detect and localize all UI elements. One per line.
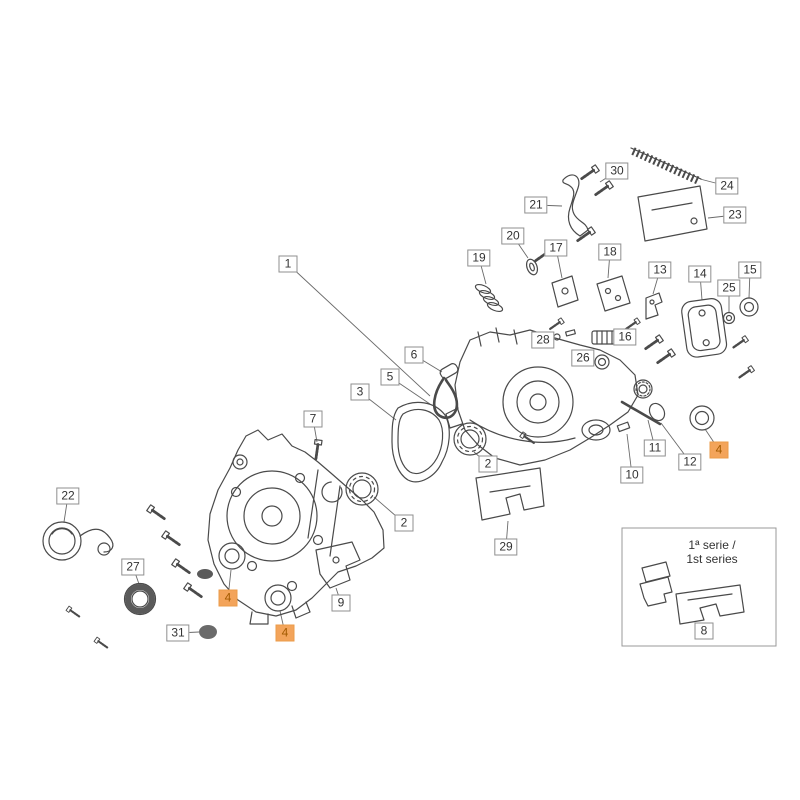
- plate-part17: [551, 275, 579, 308]
- part-label-18[interactable]: 18: [598, 243, 622, 261]
- washer-part25: [722, 311, 736, 325]
- part-label-25[interactable]: 25: [717, 279, 741, 297]
- bracket-part13: [645, 292, 663, 320]
- part-label-26[interactable]: 26: [571, 349, 595, 367]
- part-label-4-highlighted[interactable]: 4: [275, 624, 295, 642]
- part-label-19[interactable]: 19: [467, 249, 491, 267]
- washer-dark: [197, 569, 213, 579]
- part-label-12[interactable]: 12: [678, 453, 702, 471]
- inset-title-line2: 1st series: [686, 552, 738, 566]
- plate-part18: [596, 275, 631, 312]
- clamp-part8-bracket: [639, 561, 673, 607]
- part-label-2[interactable]: 2: [478, 455, 498, 473]
- bearing-part2-left: [345, 472, 379, 506]
- part-label-15[interactable]: 15: [738, 261, 762, 279]
- oil-seal-part4-left-a: [218, 542, 246, 570]
- brake-lever-part21: [562, 174, 589, 237]
- part-label-4-highlighted[interactable]: 4: [218, 589, 238, 607]
- spring-part19: [474, 283, 504, 313]
- part-label-24[interactable]: 24: [715, 177, 739, 195]
- oil-seal-part4-right: [689, 405, 715, 431]
- part-label-7[interactable]: 7: [303, 410, 323, 428]
- part-label-21[interactable]: 21: [524, 196, 548, 214]
- part-label-6[interactable]: 6: [404, 346, 424, 364]
- part-label-31[interactable]: 31: [166, 624, 190, 642]
- snap-ring: [321, 481, 343, 503]
- part-label-13[interactable]: 13: [648, 261, 672, 279]
- part-label-3[interactable]: 3: [350, 383, 370, 401]
- part-label-11[interactable]: 11: [643, 439, 667, 457]
- part-label-14[interactable]: 14: [688, 265, 712, 283]
- part-label-29[interactable]: 29: [494, 538, 518, 556]
- part-label-27[interactable]: 27: [121, 558, 145, 576]
- gasket-part3: [391, 401, 450, 483]
- tensioner-part10-11-12: [616, 379, 666, 433]
- part-label-23[interactable]: 23: [723, 206, 747, 224]
- part-label-20[interactable]: 20: [501, 227, 525, 245]
- washer-part15: [739, 297, 759, 317]
- part-label-5[interactable]: 5: [380, 368, 400, 386]
- inset-title-line1: 1ª serie /: [688, 538, 736, 552]
- plug-part31: [199, 625, 217, 639]
- part-label-1[interactable]: 1: [278, 255, 298, 273]
- leader-line-1: [287, 263, 431, 397]
- part-label-16[interactable]: 16: [613, 328, 637, 346]
- part-label-4-highlighted[interactable]: 4: [709, 441, 729, 459]
- part-label-30[interactable]: 30: [605, 162, 629, 180]
- part-label-28[interactable]: 28: [531, 331, 555, 349]
- part-label-22[interactable]: 22: [56, 487, 80, 505]
- part-label-9[interactable]: 9: [331, 594, 351, 612]
- guard-plate-part29: [475, 467, 545, 521]
- chain-catcher-bar-part24: [630, 147, 702, 185]
- bracket-part9: [315, 541, 361, 589]
- clamp-part8-plate: [675, 584, 745, 625]
- part-label-2[interactable]: 2: [394, 514, 414, 532]
- pulley-part20: [525, 258, 539, 276]
- bearing-part2-right: [453, 422, 487, 456]
- part-label-10[interactable]: 10: [620, 466, 644, 484]
- part-label-17[interactable]: 17: [544, 239, 568, 257]
- seal-part27: [123, 582, 157, 616]
- fuel-line-part5-6: [432, 363, 459, 419]
- side-plate-part23: [637, 185, 708, 242]
- fuel-cap-part22: [42, 521, 114, 561]
- oil-seal-part4-left-b: [264, 584, 292, 612]
- part-label-8[interactable]: 8: [694, 622, 714, 640]
- ring-part26: [594, 354, 610, 370]
- cover-part14: [681, 298, 728, 358]
